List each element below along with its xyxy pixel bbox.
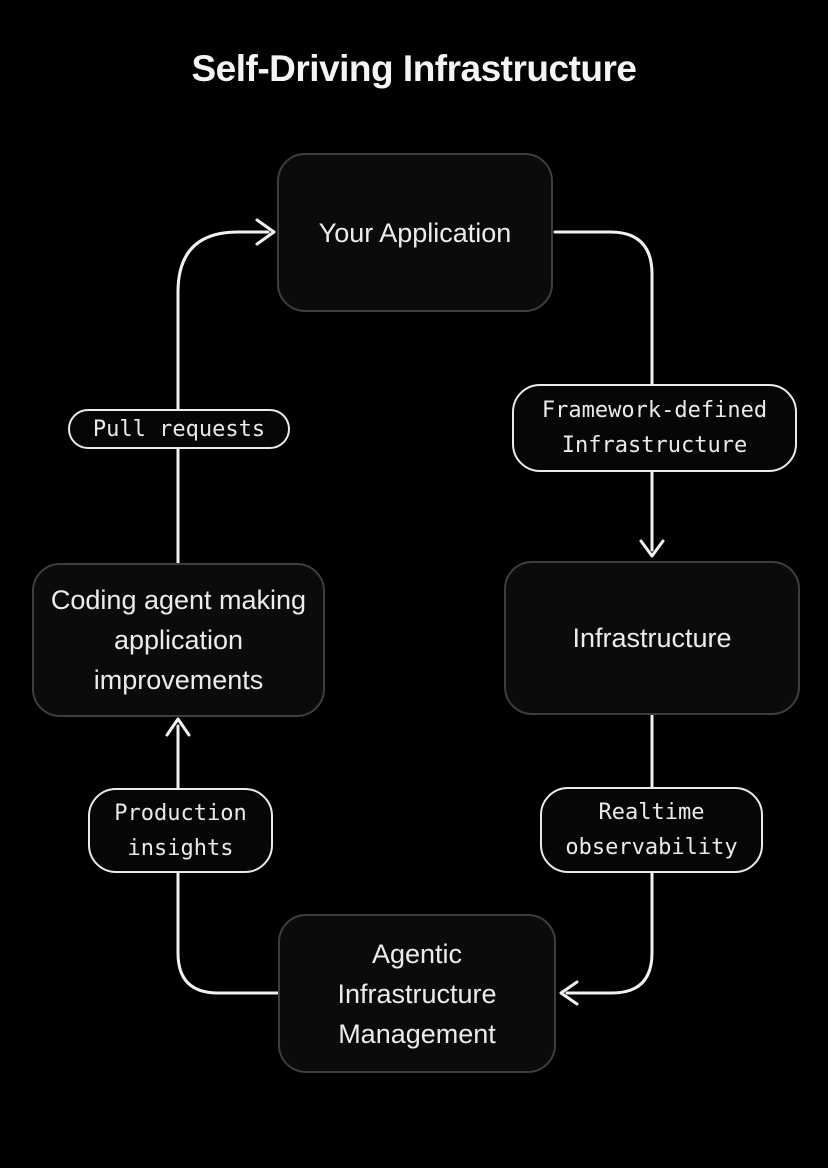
edge-label-production-insights-text: Production insights (114, 800, 247, 861)
connector-coding-agent-to-your-application (176, 230, 270, 565)
arrow-head-left (559, 980, 579, 1006)
connector-your-application-to-infrastructure (553, 230, 654, 552)
node-coding-agent: Coding agent making application improvem… (32, 563, 325, 717)
edge-label-pull-requests-text: Pull requests (92, 416, 266, 442)
node-agentic-label: Agentic Infrastructure Management (337, 938, 497, 1049)
node-your-application: Your Application (277, 153, 553, 312)
diagram-title: Self-Driving Infrastructure (191, 48, 637, 89)
edge-label-realtime-observability-text: Realtime observability (565, 800, 738, 860)
connector-infrastructure-to-agentic (565, 714, 654, 995)
node-your-application-label: Your Application (318, 217, 512, 248)
edge-label-pull-requests: Pull requests (68, 409, 290, 449)
edge-label-realtime-observability: Realtime observability (540, 787, 763, 873)
edge-label-framework-defined-text: Framework-defined Infrastructure (541, 398, 768, 458)
node-agentic-infrastructure-management: Agentic Infrastructure Management (278, 914, 556, 1073)
connector-agentic-to-coding-agent (176, 724, 280, 995)
arrow-head-up (165, 717, 191, 737)
node-infrastructure-label: Infrastructure (572, 623, 732, 653)
arrow-head-down (639, 539, 665, 558)
arrow-head-right (255, 218, 276, 246)
edge-label-framework-defined-infrastructure: Framework-defined Infrastructure (512, 384, 797, 472)
edge-label-production-insights: Production insights (88, 788, 273, 873)
node-infrastructure: Infrastructure (504, 561, 800, 715)
node-coding-agent-label: Coding agent making application improvem… (50, 585, 307, 695)
